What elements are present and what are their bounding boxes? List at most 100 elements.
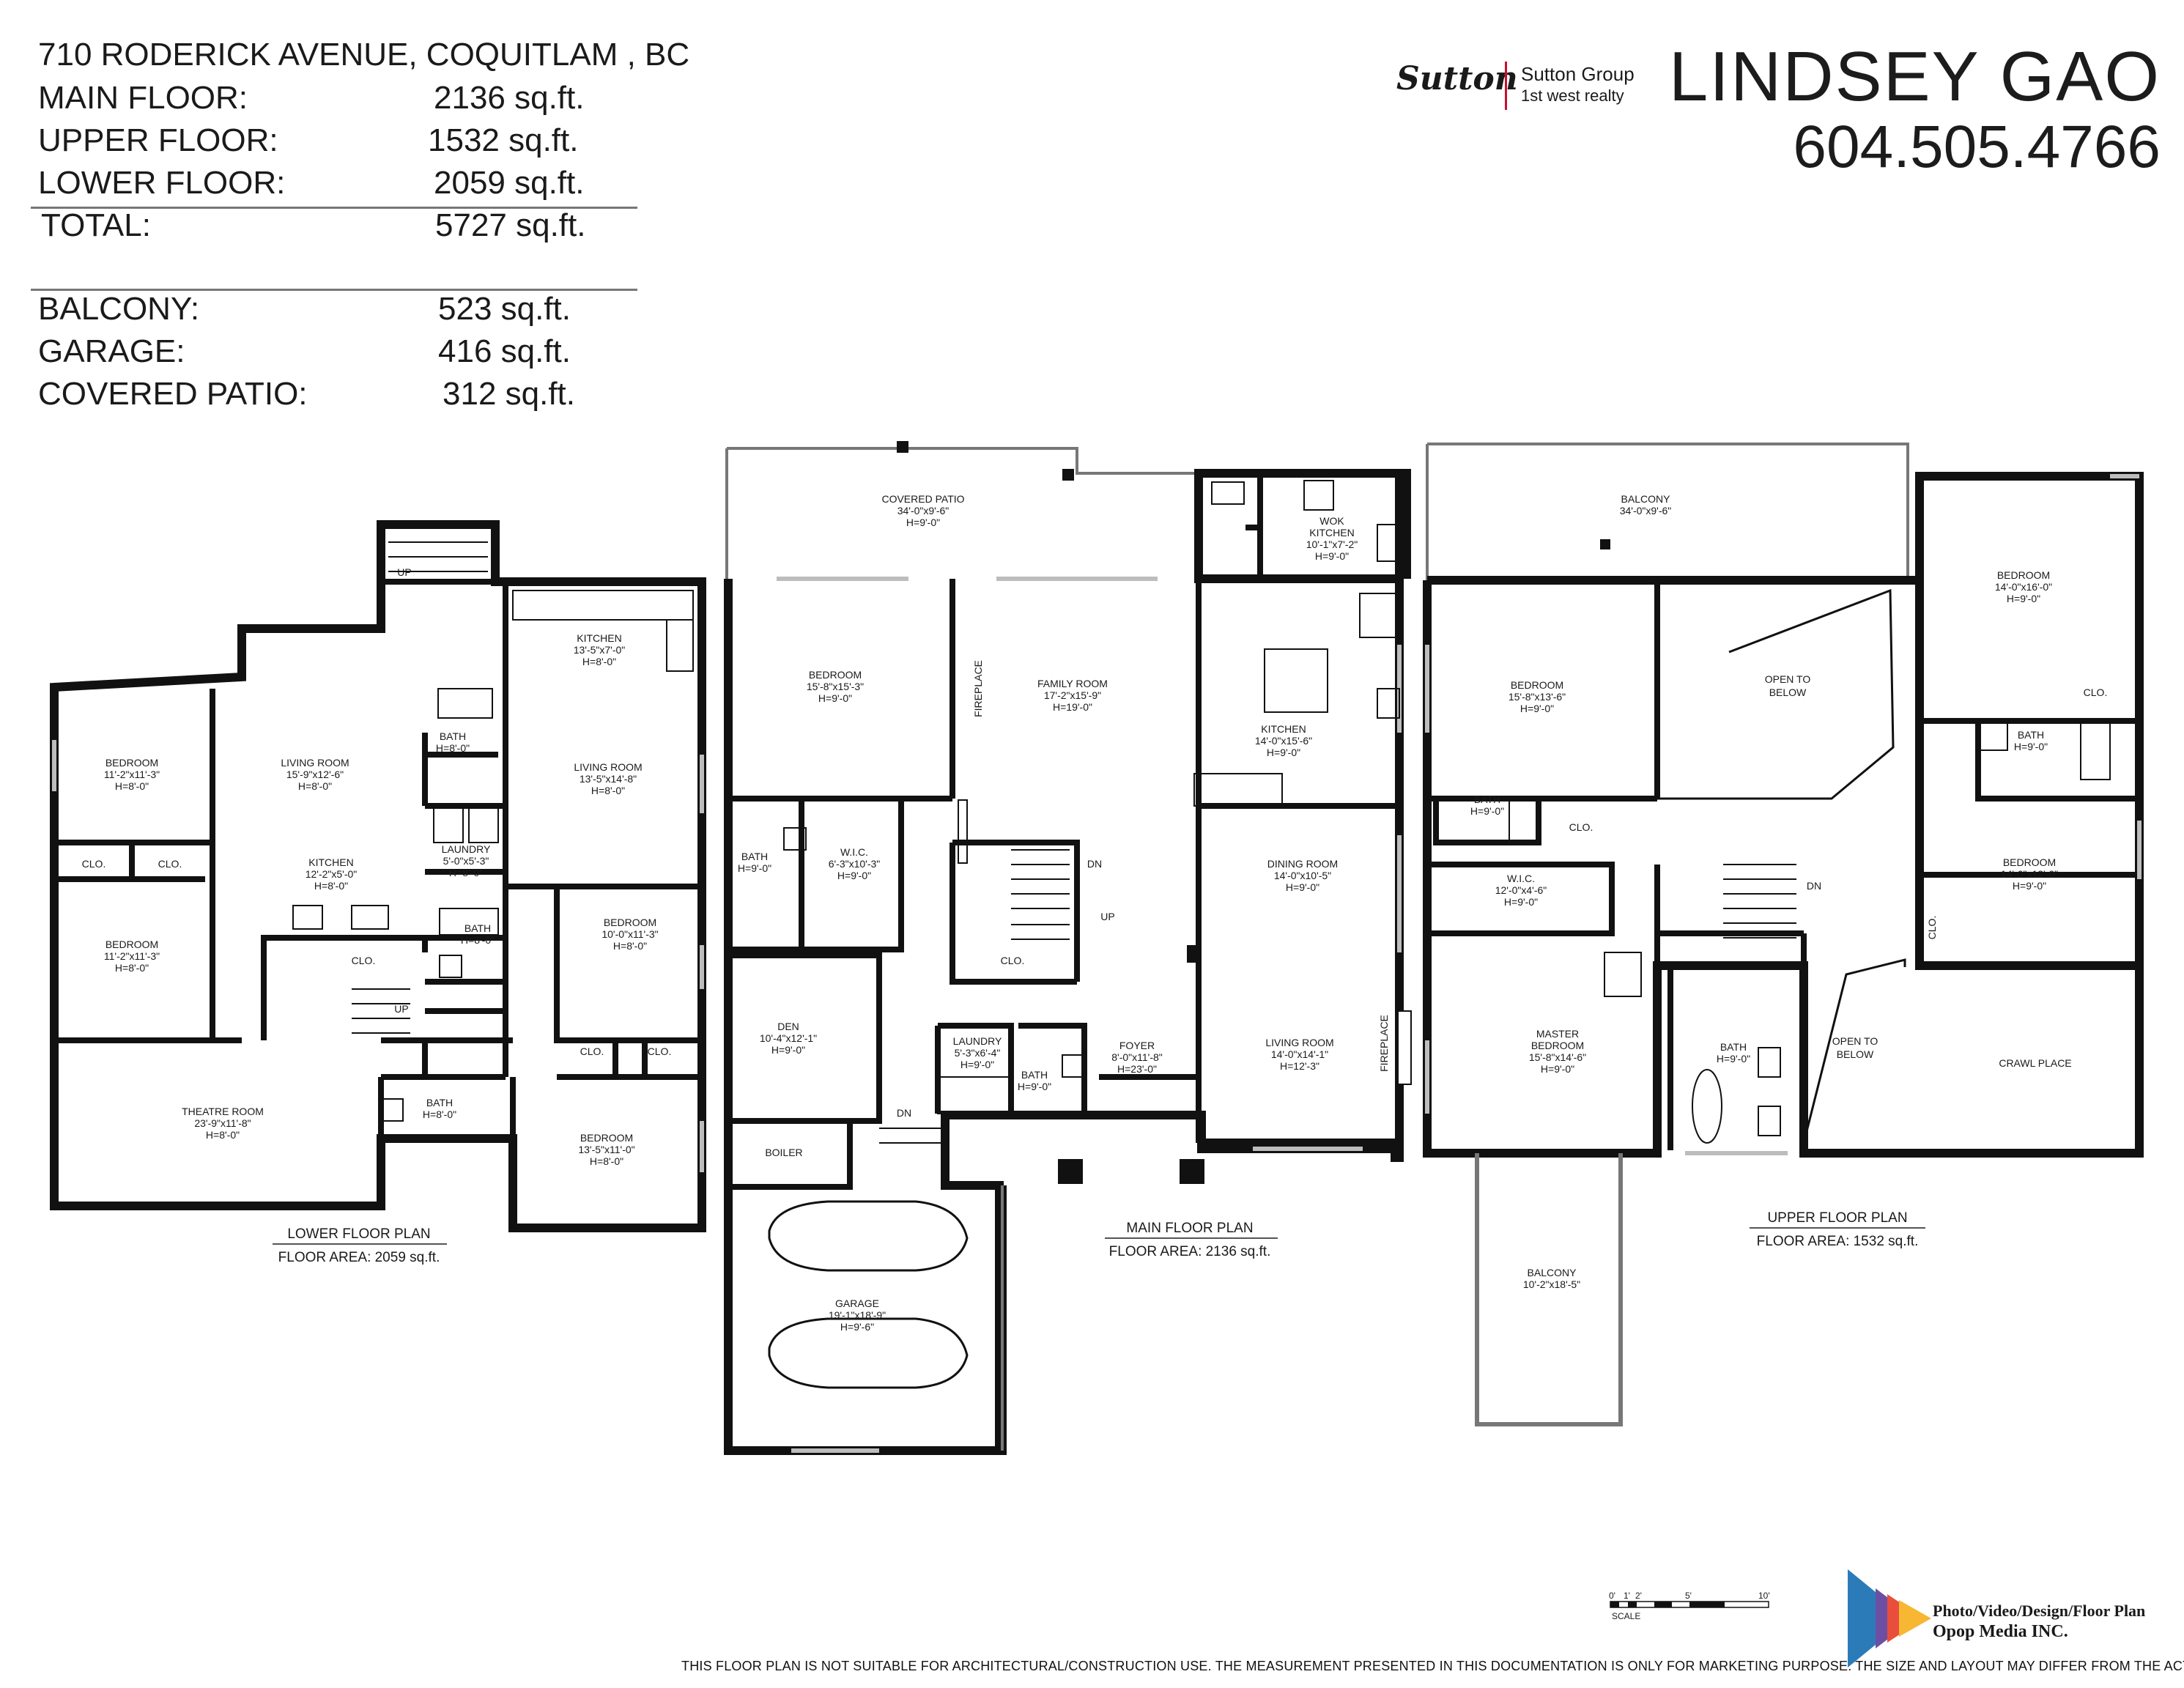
room-h-label: H=9'-0" (1520, 703, 1554, 714)
room-name-label: GARAGE (835, 1298, 879, 1309)
area-label: UPPER FLOOR: (38, 122, 278, 158)
room-h-label: 10'-1"x7'-2" (1306, 538, 1358, 550)
room-name-label: KITCHEN (1261, 723, 1306, 735)
area-value: 2136 sq.ft. (434, 80, 585, 116)
clo-label: CLO. (2084, 686, 2108, 698)
scale-bar-segment (1689, 1602, 1725, 1607)
lower-stairs (352, 541, 488, 1034)
room-h-label: H=9'-0" (1504, 896, 1538, 908)
scale-label: SCALE (1612, 1611, 1640, 1621)
fireplace-label: FIREPLACE (1378, 1015, 1390, 1072)
room-name-label: W.I.C. (840, 846, 868, 858)
upper-posts (1600, 539, 1610, 549)
room-h-label: H=8'-0" (590, 1155, 623, 1167)
stair-dn-label: DN (1087, 858, 1102, 870)
room-name-label: BEDROOM (580, 1132, 633, 1144)
room-h-label: H=8'-0" (115, 962, 149, 974)
area-value: 312 sq.ft. (443, 376, 576, 412)
main-plan-title: MAIN FLOOR PLAN (1126, 1221, 1253, 1236)
room-name-label: BEDROOM (809, 669, 862, 681)
area-value: 5727 sq.ft. (435, 207, 586, 243)
room-dims-label: KITCHEN (1309, 527, 1354, 538)
disclaimer: THIS FLOOR PLAN IS NOT SUITABLE FOR ARCH… (681, 1659, 2184, 1673)
upper-windows (1425, 474, 2142, 1155)
room-name-label: DINING ROOM (1267, 858, 1338, 870)
stair-dn-label: DN (1807, 880, 1821, 892)
lower-floor-walls (50, 520, 706, 1232)
boiler-label: BOILER (765, 1147, 802, 1158)
upper-fixtures (1509, 720, 2111, 1144)
main-floor-plan (724, 441, 1412, 1455)
room-name-label: FAMILY ROOM (1037, 678, 1108, 689)
agent-name: LINDSEY GAO (1668, 37, 2161, 116)
room-dims-label: 15'-8"x15'-3" (807, 681, 864, 692)
room-dims-label: 15'-9"x12'-6" (286, 769, 344, 780)
upper-plan-title: UPPER FLOOR PLAN (1767, 1210, 1907, 1226)
room-h-label: H=8'-0" (449, 867, 483, 878)
credit-line-2: Opop Media INC. (1933, 1622, 2068, 1641)
open-to-below-label: OPEN TO (1832, 1035, 1878, 1047)
room-dims-label: 12'-2"x5'-0" (306, 868, 358, 880)
room-name-label: LIVING ROOM (574, 761, 642, 773)
main-floor-walls-2 (1194, 473, 1404, 1147)
scale-tick: 1' (1624, 1591, 1630, 1601)
room-h-label: 15'-8"x14'-6" (1529, 1051, 1586, 1063)
lower-stair-well (378, 525, 498, 585)
clo-label: CLO. (1926, 916, 1938, 940)
room-name-label: LAUNDRY (953, 1035, 1002, 1047)
room-dims-label: 15'-8"x13'-6" (1509, 691, 1566, 703)
room-h-label: H=8'-0" (591, 785, 625, 796)
room-name-label: MASTER (1536, 1028, 1579, 1040)
clo-label: CLO. (158, 858, 182, 870)
room-h-label: H=9'-0" (960, 1059, 994, 1070)
room-h-label: H=8'-0" (613, 940, 647, 952)
main-fixtures (783, 480, 1412, 1114)
room-dims-label: 13'-5"x14'-8" (580, 773, 637, 785)
scale-bar-segment (1628, 1602, 1637, 1607)
main-patio-outline (725, 447, 1200, 579)
stair-up-label: UP (397, 566, 411, 578)
scale-tick: 0' (1609, 1591, 1615, 1601)
room-dims-label: 13'-5"x11'-0" (578, 1144, 634, 1155)
room-dims-label: 11'-2"x11'-3" (104, 950, 160, 962)
main-floor-walls (724, 469, 1411, 1455)
lower-plan-area: FLOOR AREA: 2059 sq.ft. (278, 1250, 440, 1265)
room-h-label: H=9'-0" (1315, 550, 1349, 562)
room-dims-label: 14'-0"x10'-5" (1274, 870, 1331, 881)
upper-plan-area: FLOOR AREA: 1532 sq.ft. (1757, 1234, 1919, 1249)
upper-open-below-1 (1657, 588, 1895, 800)
room-dims-label: BEDROOM (1531, 1040, 1584, 1051)
room-dims-label: 34'-0"x9'-6" (897, 505, 950, 517)
room-h-label: H=8'-0" (423, 1108, 456, 1120)
fireplace-label: FIREPLACE (972, 660, 984, 717)
crawl-place-label: CRAWL PLACE (1999, 1057, 2071, 1069)
room-name-label: THEATRE ROOM (182, 1106, 264, 1117)
company-name: Sutton Group 1st west realty (1521, 63, 1635, 107)
room-h-label: H=9'-0" (2013, 880, 2046, 892)
room-name-label: BATH (426, 1097, 453, 1108)
room-dims-label: 14'-0"x15'-6" (1255, 735, 1312, 747)
room-dims-label: 12'-0"x4'-6" (1495, 884, 1547, 896)
area-label: TOTAL: (41, 207, 151, 243)
room-h-label: H=8'-0" (298, 780, 332, 792)
upper-balcony-outline (1426, 443, 1921, 580)
room-name-label: BATH (1720, 1041, 1747, 1053)
scale-bar-segment (1654, 1602, 1672, 1607)
room-name-label: BATH (1474, 793, 1500, 805)
clo-label: CLO. (648, 1045, 672, 1057)
clo-label: CLO. (352, 955, 376, 966)
room-h-label: H=8'-0" (582, 656, 616, 667)
room-name-label: BATH (464, 922, 491, 934)
total-divider (31, 207, 637, 209)
room-name-label: BEDROOM (1511, 679, 1563, 691)
room-h-label: H=9'-0" (818, 692, 852, 704)
room-h-label: H=8'-0" (206, 1129, 240, 1141)
room-name-label: DEN (777, 1021, 799, 1032)
room-h-label: H=9'-0" (1286, 881, 1319, 893)
area-label: LOWER FLOOR: (38, 165, 286, 201)
room-name-label: FOYER (1119, 1040, 1155, 1051)
room-name-label: BATH (741, 851, 768, 862)
room-dims-label: 10'-0"x11'-3" (601, 928, 658, 940)
room-h-label: H=9'-0" (1717, 1053, 1750, 1065)
